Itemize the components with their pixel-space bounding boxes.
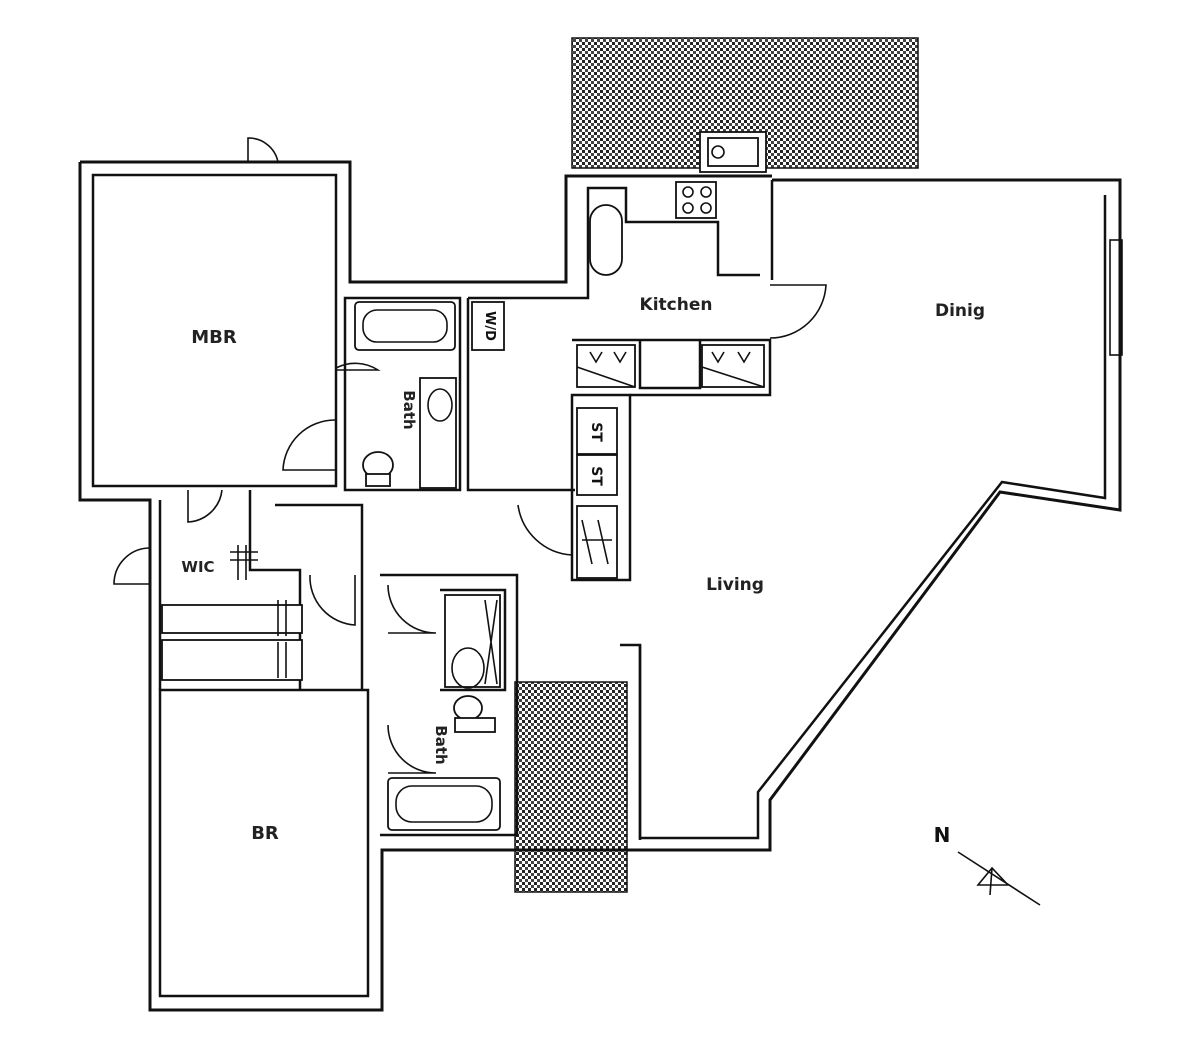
room-label-living: Living — [706, 575, 764, 595]
storage-closet-1 — [576, 407, 618, 455]
closet-3 — [576, 505, 618, 579]
compass — [957, 851, 1041, 906]
label-storage-2: ST — [588, 466, 604, 486]
bathtub-2 — [387, 777, 501, 831]
stove — [675, 181, 717, 219]
room-label-wic: WIC — [181, 558, 214, 576]
vanity-1 — [419, 377, 457, 489]
label-washer-dryer: W/D — [482, 311, 497, 341]
label-storage-1: ST — [588, 422, 604, 442]
bathtub-1 — [354, 301, 456, 351]
room-label-dining: Dinig — [935, 301, 985, 321]
top-balcony — [571, 37, 919, 173]
entry-door — [247, 137, 279, 163]
room-label-br: BR — [251, 823, 279, 844]
room-label-bath-1: Bath — [400, 390, 418, 429]
room-label-mbr: MBR — [191, 327, 237, 348]
storage-closet-2 — [576, 454, 618, 496]
room-label-kitchen: Kitchen — [640, 295, 713, 315]
mbr-door — [282, 419, 336, 471]
room-label-bath-2: Bath — [432, 725, 450, 764]
kitchen-sink — [589, 204, 623, 276]
fixtures — [161, 181, 765, 831]
door-swings — [113, 137, 827, 774]
washer-dryer-box — [471, 301, 505, 351]
toilet-2 — [453, 695, 483, 721]
interior-walls — [158, 180, 774, 840]
bottom-balcony — [514, 681, 628, 893]
compass-north-label: N — [934, 823, 951, 847]
